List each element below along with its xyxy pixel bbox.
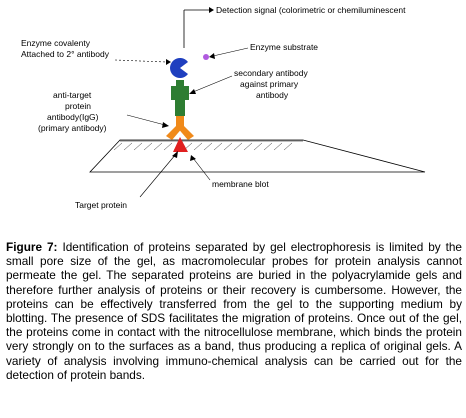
primary-antibody-shape bbox=[166, 116, 194, 140]
membrane-hatching bbox=[113, 142, 293, 151]
primary-antibody-label-line4: (primary antibody) bbox=[38, 123, 107, 133]
secondary-antibody-label-line3: antibody bbox=[256, 90, 289, 100]
western-blot-diagram: Detection signal (colorimetric or chemil… bbox=[21, 5, 426, 210]
enzyme-substrate-arrow bbox=[209, 47, 249, 59]
membrane-blot-arrow bbox=[190, 155, 211, 181]
secondary-antibody-label-line2: against primary bbox=[240, 79, 299, 89]
secondary-antibody-label-line1: secondary antibody bbox=[234, 68, 308, 78]
figure-label: Figure 7: bbox=[6, 240, 58, 254]
enzyme-shape bbox=[170, 58, 188, 78]
enzyme-substrate-label: Enzyme substrate bbox=[250, 42, 318, 52]
enzyme-label-arrow bbox=[114, 59, 171, 65]
detection-signal-label: Detection signal (colorimetric or chemil… bbox=[216, 5, 406, 15]
target-protein-label: Target protein bbox=[75, 200, 127, 210]
membrane-blot-shape bbox=[89, 139, 426, 173]
membrane-blot-label: membrane blot bbox=[212, 179, 269, 189]
figure-caption: Figure 7: Identification of proteins sep… bbox=[6, 240, 462, 382]
secondary-antibody-arrow bbox=[189, 75, 233, 94]
enzyme-substrate-dot bbox=[203, 54, 209, 60]
primary-antibody-label-line3: antibody(IgG) bbox=[47, 112, 99, 122]
enzyme-label-line2: Attached to 2° antibody bbox=[21, 49, 110, 59]
target-protein-shape bbox=[173, 137, 188, 152]
primary-antibody-arrow bbox=[126, 114, 169, 128]
detection-signal-arrow bbox=[183, 7, 214, 48]
caption-text: Identification of proteins separated by … bbox=[6, 240, 462, 382]
enzyme-label-line1: Enzyme covalenty bbox=[21, 38, 91, 48]
primary-antibody-label-line2: protein bbox=[65, 101, 91, 111]
secondary-antibody-shape bbox=[171, 80, 189, 116]
primary-antibody-label-line1: anti-target bbox=[53, 90, 92, 100]
target-protein-arrow bbox=[139, 151, 178, 198]
